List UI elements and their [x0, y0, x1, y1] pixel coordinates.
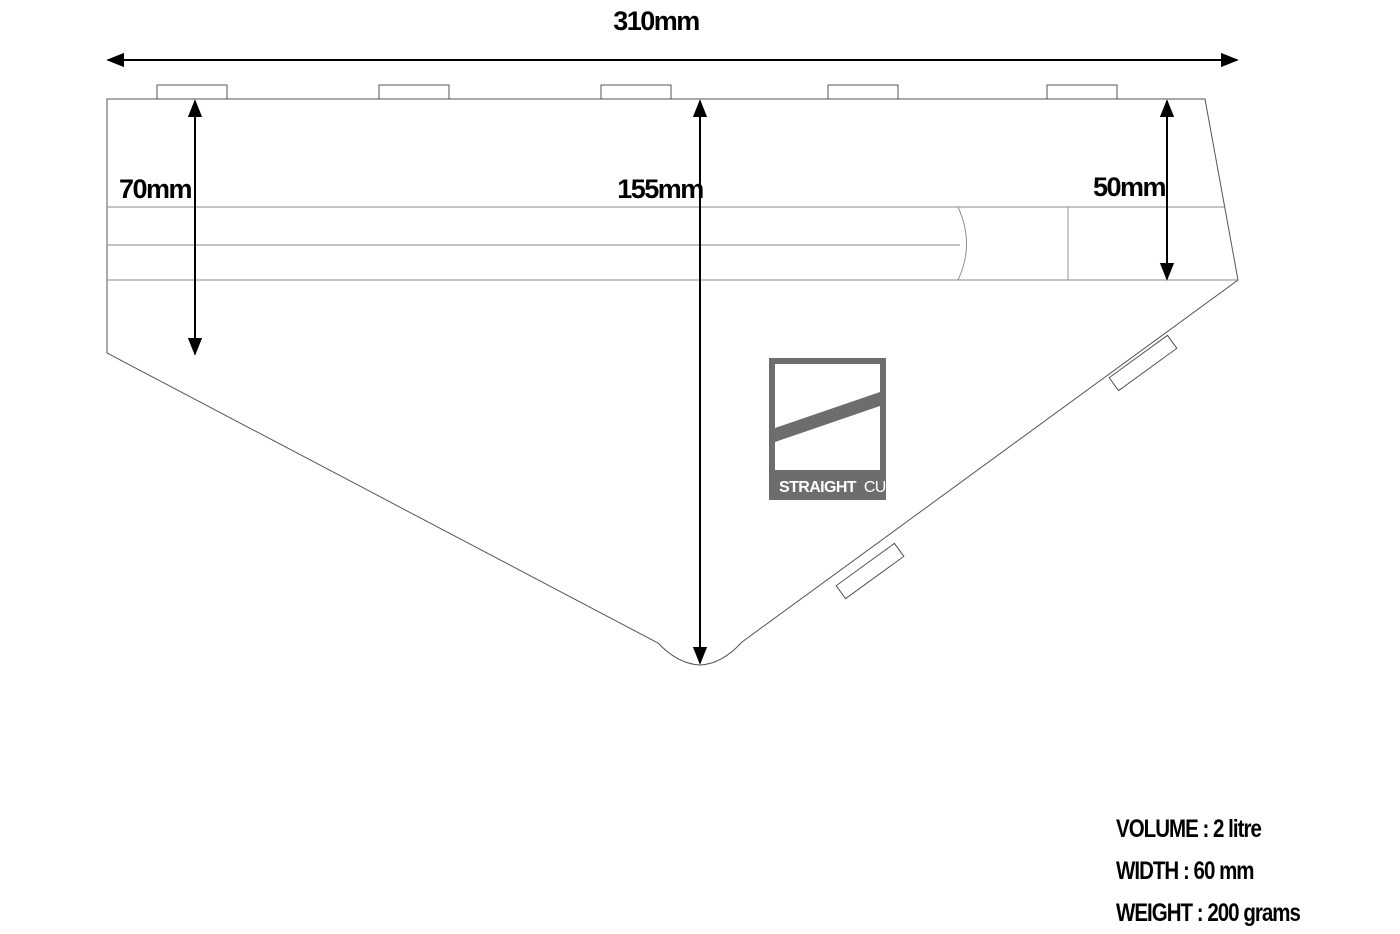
mount-tab-5 — [1046, 84, 1118, 100]
mount-tab-3 — [600, 84, 672, 100]
front-height-label: 50mm — [1093, 172, 1166, 202]
rear-height-label: 70mm — [119, 174, 192, 204]
bag-outline — [106, 98, 1239, 666]
straight-cut-logo: STRAIGHT CUT ® — [769, 358, 904, 500]
mount-tab-4 — [827, 84, 899, 100]
center-height-label: 155mm — [617, 174, 703, 204]
zip-end-curve — [957, 206, 967, 281]
spec-list: VOLUME : 2 litre WIDTH : 60 mm WEIGHT : … — [1116, 808, 1340, 934]
spec-weight: WEIGHT : 200 grams — [1116, 899, 1301, 927]
logo-wordmark: STRAIGHT CUT ® — [779, 479, 904, 496]
mount-tab-2 — [378, 84, 450, 100]
length-label: 310mm — [613, 6, 699, 36]
mount-tab-1 — [156, 84, 228, 100]
mount-tab-angled-2 — [835, 542, 905, 600]
logo-slash — [775, 392, 880, 442]
spec-width: WIDTH : 60 mm — [1116, 857, 1255, 885]
logo-trademark: ® — [899, 479, 904, 486]
logo-text-bold: STRAIGHT — [779, 479, 857, 496]
spec-volume: VOLUME : 2 litre — [1116, 815, 1262, 843]
mount-tab-angled-1 — [1108, 334, 1178, 392]
logo-text-light: CUT — [864, 479, 896, 496]
